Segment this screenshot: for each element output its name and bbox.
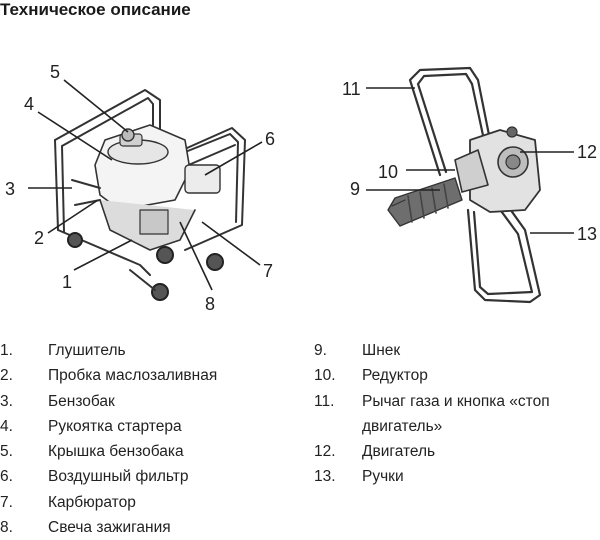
legend-item: 7. Карбюратор <box>0 490 300 515</box>
legend-item: 2. Пробка маслозаливная <box>0 363 300 388</box>
legend-label: Рукоятка стартера <box>48 417 182 435</box>
legend-label: Крышка бензобака <box>48 443 184 461</box>
engine-illustrations: 1 2 3 4 5 6 7 8 9 10 11 12 13 <box>5 62 597 314</box>
callout-3: 3 <box>5 179 15 199</box>
legend-number: 8. <box>0 519 13 537</box>
legend-label: Свеча зажигания <box>48 519 171 537</box>
legend-number: 6. <box>0 468 13 486</box>
engine-frame-illustration <box>54 89 246 301</box>
legend-number: 13. <box>314 468 336 486</box>
legend-number: 10. <box>314 367 336 385</box>
legend-label: Шнек <box>362 342 401 359</box>
legend-right: 9. Шнек 10. Редуктор 11. Рычаг газа и кнопк… <box>314 338 600 490</box>
legend-number: 4. <box>0 417 13 435</box>
legend-label: Воздушный фильтр <box>48 468 189 486</box>
callout-13: 13 <box>577 224 597 244</box>
legend-item: 8. Свеча зажигания <box>0 515 300 540</box>
callout-9: 9 <box>350 179 360 199</box>
legend-item: 9. Шнек <box>314 338 600 363</box>
callout-8: 8 <box>205 294 215 314</box>
callout-10: 10 <box>378 162 398 182</box>
legend-number: 9. <box>314 342 327 359</box>
callout-7: 7 <box>263 261 273 281</box>
right-leader-lines <box>366 87 574 234</box>
legend-item: 5. Крышка бензобака <box>0 439 300 464</box>
legend-label: Пробка маслозаливная <box>48 367 218 385</box>
left-leader-lines <box>28 79 263 291</box>
legend-label: Бензобак <box>48 392 115 410</box>
legend-label: Ручки <box>362 468 404 486</box>
legend-number: 11. <box>314 392 335 410</box>
legend-number: 2. <box>0 367 13 385</box>
callout-4: 4 <box>24 94 34 114</box>
legend-label: Глушитель <box>48 342 126 359</box>
callout-1: 1 <box>62 272 72 292</box>
legend-item: 11. Рычаг газа и кнопка «стоп двигатель» <box>314 389 600 440</box>
legend-number: 7. <box>0 493 13 511</box>
legend-number: 5. <box>0 443 13 461</box>
callout-6: 6 <box>265 129 275 149</box>
callout-11: 11 <box>342 79 361 99</box>
legend-number: 12. <box>314 443 336 461</box>
legend-number: 1. <box>0 342 13 359</box>
legend-item: 6. Воздушный фильтр <box>0 464 300 489</box>
legend-item: 13. Ручки <box>314 464 600 489</box>
legend-item: 3. Бензобак <box>0 389 300 414</box>
auger-illustration <box>387 66 542 304</box>
callout-2: 2 <box>34 228 44 248</box>
legend-item: 1. Глушитель <box>0 338 300 363</box>
legend-label: Двигатель <box>362 443 436 461</box>
legend-item: 4. Рукоятка стартера <box>0 414 300 439</box>
legend-item: 12. Двигатель <box>314 439 600 464</box>
legend-item: 10. Редуктор <box>314 363 600 388</box>
callout-12: 12 <box>577 142 597 162</box>
callout-5: 5 <box>50 62 60 82</box>
legend-label: Карбюратор <box>48 493 136 511</box>
page-title: Техническое описание <box>0 0 191 19</box>
legend-label: Рычаг газа и кнопка «стоп двигатель» <box>362 392 550 435</box>
legend-left: 1. Глушитель 2. Пробка маслозаливная 3. Бен… <box>0 338 300 540</box>
legend-number: 3. <box>0 392 13 410</box>
legend-label: Редуктор <box>362 367 428 385</box>
